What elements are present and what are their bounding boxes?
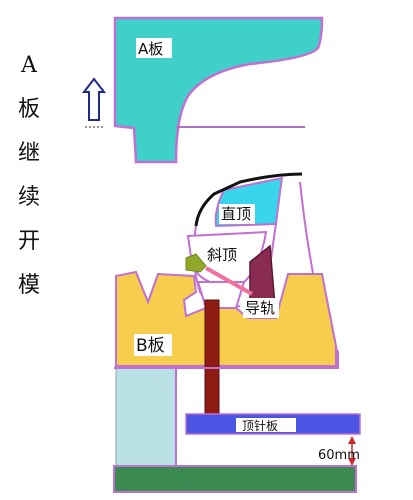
direct-lifter-label: 直顶: [221, 205, 251, 223]
lifter-rod: [204, 299, 220, 425]
b-plate-label: B板: [136, 336, 165, 356]
support-pillar: [115, 367, 177, 469]
b-plate-label-bg: [134, 334, 172, 356]
guide-rail-label: 导轨: [245, 299, 275, 317]
direct-lifter-outline: [194, 172, 303, 227]
guide-link: [205, 266, 253, 296]
ejector-plate-label: 顶针板: [242, 418, 278, 433]
a-plate-label-bg: [136, 38, 172, 58]
dimension-label: 60mm: [318, 448, 360, 463]
side-title-char: 模: [17, 273, 40, 298]
side-title-char: 继: [17, 141, 40, 166]
side-title-char: 开: [17, 229, 40, 254]
side-title-char: A: [21, 53, 37, 78]
up-arrow-icon: [81, 77, 107, 128]
side-title-char: 板: [17, 97, 40, 122]
guide-rail-label-bg: [243, 298, 279, 318]
side-title-char: 续: [17, 185, 40, 210]
dimension-arrow-icon: [348, 436, 356, 466]
direct-lifter-label-bg: [219, 204, 255, 224]
side-title: A 板 继 续 开 模: [14, 44, 44, 308]
a-plate-label: A板: [138, 40, 163, 58]
angled-lifter-pin: [185, 253, 207, 273]
base-plate: [113, 465, 357, 493]
ejector-label-bg: [236, 418, 296, 432]
angled-lifter-label: 斜顶: [207, 246, 237, 264]
